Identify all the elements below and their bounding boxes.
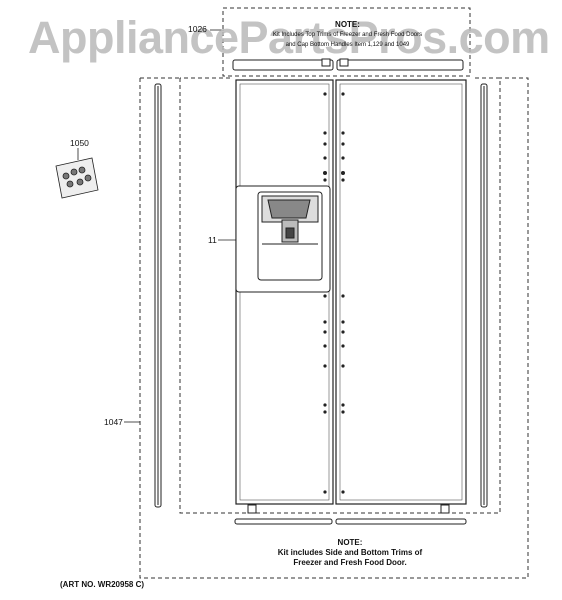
bottom-note: NOTE: Kit includes Side and Bottom Trims… (245, 538, 455, 568)
callout-11: 11 (208, 235, 217, 245)
top-note-title: NOTE: (335, 20, 360, 29)
bottom-note-line-1: Kit includes Side and Bottom Trims of (277, 548, 423, 557)
art-number: (ART NO. WR20958 C) (60, 580, 145, 589)
top-note-box (222, 7, 471, 77)
bottom-trim-parts (234, 504, 467, 525)
right-side-trim (480, 83, 488, 508)
left-side-trim (154, 83, 162, 508)
ice-water-dispenser (235, 185, 331, 293)
callout-leaders (77, 29, 236, 423)
bottom-note-line-2: Freezer and Fresh Food Door. (293, 558, 407, 567)
parts-bag (55, 157, 99, 199)
fresh-food-door (335, 79, 467, 505)
side-bottom-trim-boundary (139, 77, 529, 579)
callout-1026: 1026 (188, 24, 207, 34)
top-note-line-1: Kit Includes Top Trims of Freezer and Fr… (272, 32, 423, 38)
top-note: NOTE: Kit Includes Top Trims of Freezer … (240, 20, 455, 50)
top-trim-parts (232, 58, 464, 71)
watermark-logo: AppliancePartsPros.com (28, 12, 550, 63)
callout-1047: 1047 (104, 417, 123, 427)
callout-1050: 1050 (70, 138, 89, 148)
top-note-line-2: and Cap Bottom Handles Item 1,129 and 10… (285, 42, 410, 48)
bottom-note-title: NOTE: (337, 538, 363, 547)
handle-mount-holes (323, 92, 345, 494)
